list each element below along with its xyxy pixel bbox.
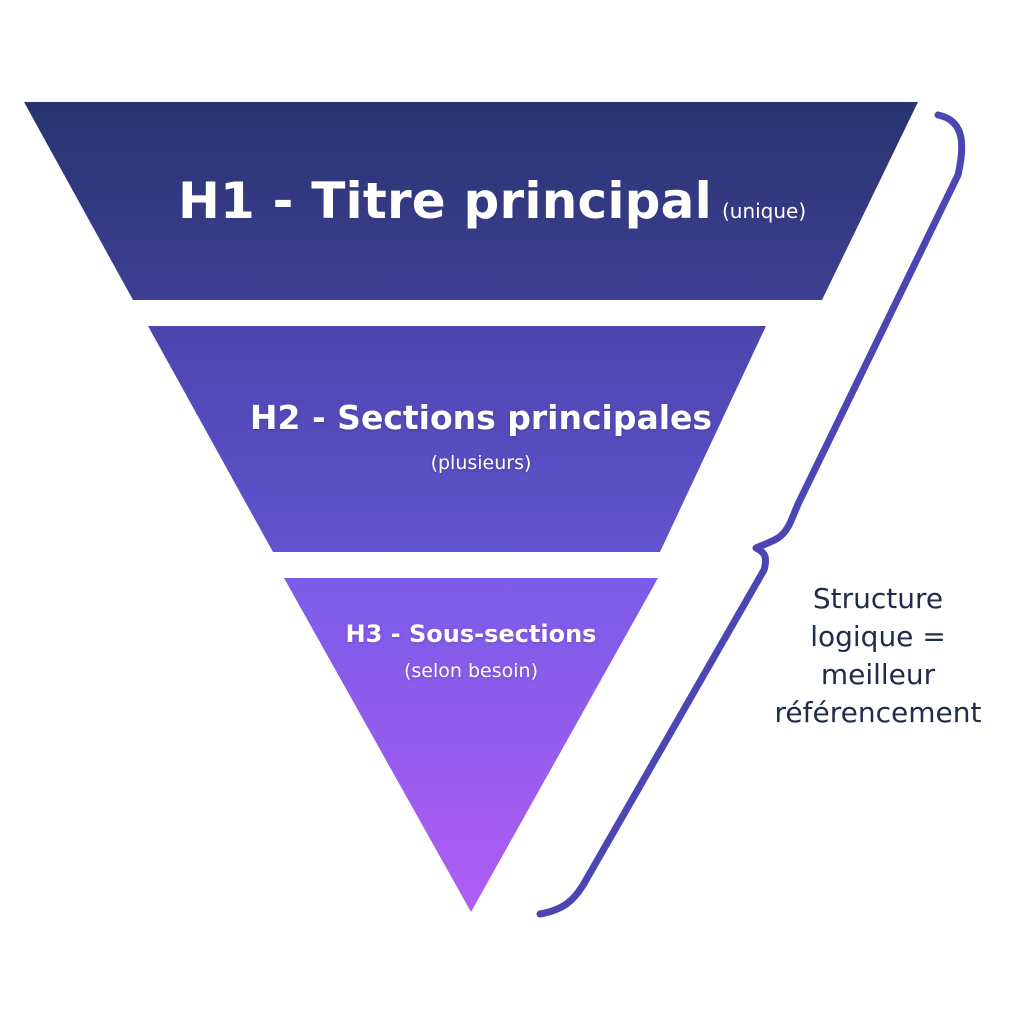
h1-tier: [24, 102, 918, 300]
h2-title: H2 - Sections principales: [249, 398, 713, 437]
h3-subtitle: (selon besoin): [404, 660, 538, 682]
annotation-line: Structure: [812, 582, 944, 615]
h2-subtitle: (plusieurs): [430, 452, 532, 474]
annotation-text: Structure logique = meilleur référenceme…: [758, 580, 998, 732]
curly-brace: [536, 111, 966, 918]
annotation-line: logique =: [810, 620, 946, 653]
h1-subtitle: (unique): [721, 199, 807, 223]
h2-tier: [148, 326, 766, 552]
annotation-line: meilleur: [820, 658, 936, 691]
annotation-line: référencement: [774, 696, 982, 729]
h3-title: H3 - Sous-sections: [345, 620, 597, 648]
h1-title: H1 - Titre principal: [178, 172, 712, 230]
h1-label: H1 - Titre principal (unique): [178, 172, 806, 230]
h3-tier: [284, 578, 658, 912]
